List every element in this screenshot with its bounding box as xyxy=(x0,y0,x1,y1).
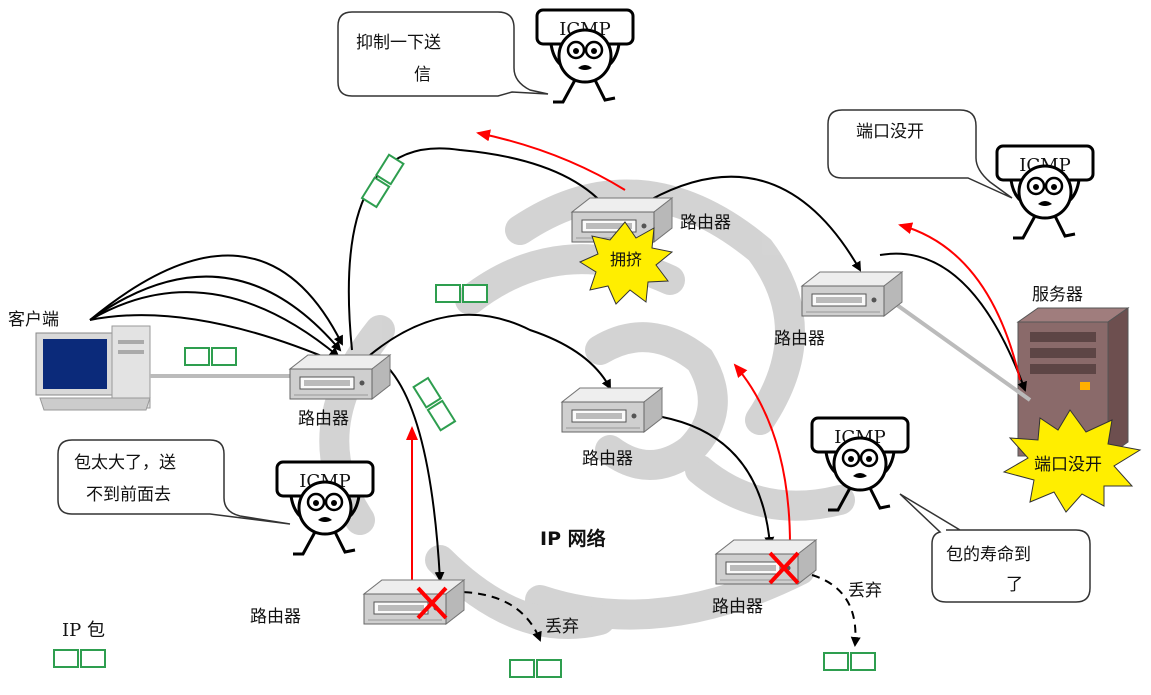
router-label-bottom-right: 路由器 xyxy=(712,597,763,617)
congestion-burst: 拥挤 xyxy=(578,221,674,305)
bubble-ttl-line2: 了 xyxy=(1006,575,1023,595)
icmp-character-top: ICMP xyxy=(535,8,635,104)
bubble-ttl-line1: 包的寿命到 xyxy=(946,545,1031,565)
packet-diagonal-b xyxy=(412,377,457,432)
icmp-character-right: ICMP xyxy=(810,416,910,512)
icmp-character-server: ICMP xyxy=(995,144,1095,240)
router-left xyxy=(289,354,391,400)
port-closed-burst-label: 端口没开 xyxy=(1034,455,1102,475)
packet-diagonal-a xyxy=(361,153,405,209)
router-label-middle: 路由器 xyxy=(582,449,633,469)
router-label-bottom-left: 路由器 xyxy=(250,607,301,627)
bubble-slow-down-line2: 信 xyxy=(414,65,431,85)
router-middle xyxy=(561,387,663,433)
client-label: 客户端 xyxy=(8,310,59,330)
speech-bubble-too-big: 包太大了，送 不到前面去 xyxy=(57,439,291,525)
icmp-return-arrows xyxy=(406,129,1021,580)
router-label-left: 路由器 xyxy=(298,409,349,429)
congestion-label: 拥挤 xyxy=(610,250,642,269)
router-bottom-left xyxy=(363,579,465,625)
router-label-right: 路由器 xyxy=(774,329,825,349)
drop-label-left: 丢弃 xyxy=(545,617,579,637)
network-label: IP 网络 xyxy=(540,527,606,550)
router-bottom-right xyxy=(715,539,817,585)
server-link xyxy=(888,298,1032,402)
packet-dropped-right xyxy=(823,652,876,671)
bubble-slow-down-line1: 抑制一下送 xyxy=(356,33,441,53)
port-closed-burst: 端口没开 xyxy=(1002,409,1142,513)
drop-mark-right xyxy=(768,551,800,585)
bubble-too-big-line1: 包太大了，送 xyxy=(74,453,176,473)
speech-bubble-port-closed: 端口没开 xyxy=(827,109,1013,199)
client-computer xyxy=(35,325,151,411)
icmp-character-left: ICMP xyxy=(275,460,375,556)
packet-dropped-left xyxy=(509,659,562,678)
drop-mark-left xyxy=(416,586,448,620)
drop-label-right: 丢弃 xyxy=(848,581,882,601)
packet-legend-icon xyxy=(53,649,106,668)
speech-bubble-ttl: 包的寿命到 了 xyxy=(899,493,1091,603)
packet-client-link xyxy=(184,347,237,366)
bubble-too-big-line2: 不到前面去 xyxy=(86,485,171,505)
speech-bubble-slow-down: 抑制一下送 信 xyxy=(337,11,549,97)
bubble-port-closed-text: 端口没开 xyxy=(856,122,924,142)
request-arrows xyxy=(89,147,1027,582)
router-label-top: 路由器 xyxy=(680,213,731,233)
server-label: 服务器 xyxy=(1032,285,1083,305)
router-right xyxy=(801,271,903,317)
ip-packet-legend-label: IP 包 xyxy=(62,620,105,641)
